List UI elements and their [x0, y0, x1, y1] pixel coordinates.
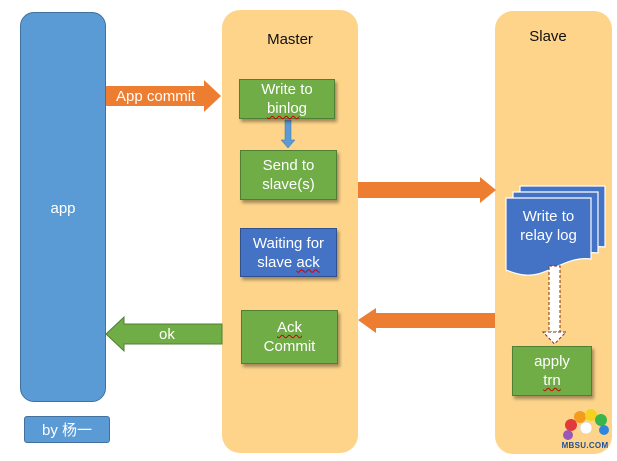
master-title: Master: [267, 31, 313, 48]
relay-to-apply-arrow: [541, 265, 568, 345]
waiting-line2: slave ack: [257, 253, 320, 272]
watermark-text: MBSU.COM: [561, 441, 609, 450]
ok-arrow: [105, 315, 223, 353]
write-to-binlog-line1: Write to: [261, 81, 313, 98]
apply-trn-step: apply trn: [512, 346, 592, 396]
app-lane: [20, 12, 106, 402]
relay-log-document: [505, 185, 606, 276]
binlog-to-send-arrow: [280, 119, 296, 149]
write-to-relay-log-label: Write to relay log: [506, 203, 591, 249]
waiting-line2-slave: slave: [257, 253, 293, 271]
write-to-binlog-line2: binlog: [266, 100, 308, 117]
author-byline: by 杨一: [24, 416, 110, 443]
ack-commit-line1: Ack: [276, 319, 302, 336]
app-commit-arrow: [106, 80, 221, 112]
slave-ack-arrow: [358, 308, 495, 333]
relay-log-line2: relay log: [520, 227, 577, 244]
write-to-binlog-step: Write to binlog: [239, 79, 335, 119]
waiting-line1: Waiting for: [252, 234, 325, 252]
ok-label: ok: [159, 326, 175, 343]
send-to-slaves-step: Send to slave(s): [240, 150, 337, 200]
apply-trn-line1: apply: [534, 353, 570, 370]
ack-commit-step: Ack Commit: [241, 310, 338, 364]
watermark-logo: [563, 409, 609, 440]
apply-trn-line2: trn: [543, 372, 561, 389]
relay-log-line1: Write to: [522, 208, 575, 225]
app-label: app: [50, 200, 76, 217]
send-to-slaves-line2: slave(s): [262, 176, 315, 193]
waiting-line2-ack: ack: [296, 253, 320, 271]
app-commit-label: App commit: [116, 88, 196, 105]
send-to-slave-arrow: [358, 177, 496, 203]
send-to-slaves-line1: Send to: [262, 157, 315, 174]
waiting-for-slave-ack-step: Waiting for slave ack: [240, 228, 337, 277]
ack-commit-line2: Commit: [263, 338, 316, 355]
slave-title: Slave: [529, 28, 567, 45]
